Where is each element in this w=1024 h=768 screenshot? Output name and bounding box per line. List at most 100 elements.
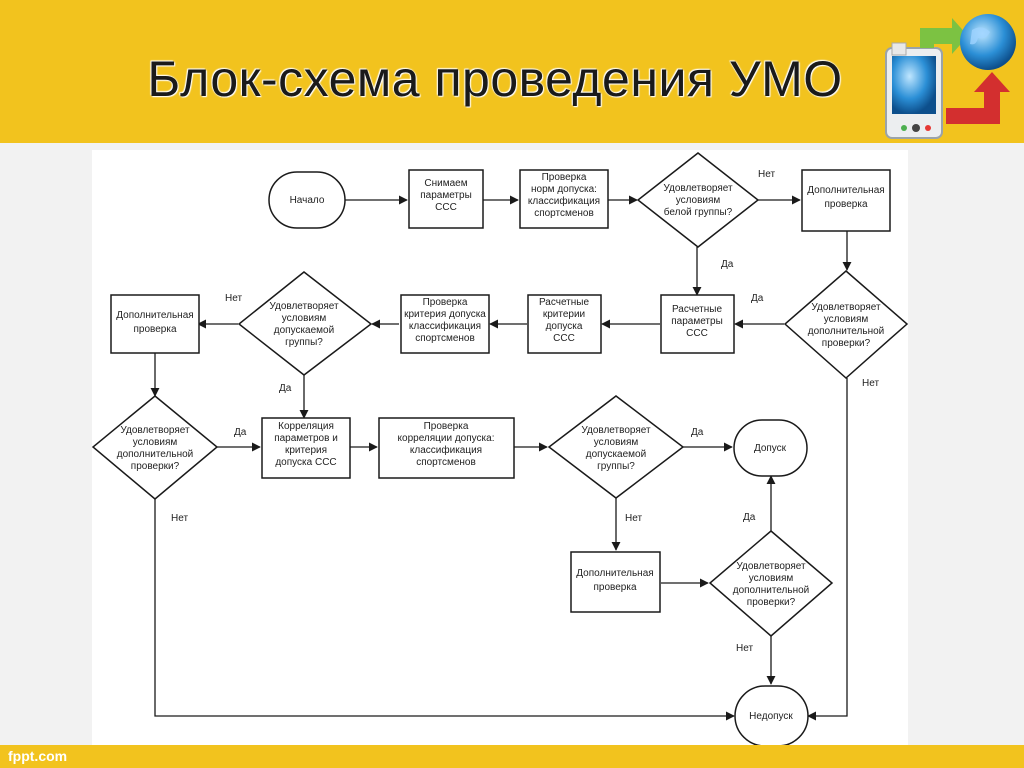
- edge-label-yes-white: Да: [721, 259, 734, 270]
- correlation-line-1: Корреляция: [278, 421, 334, 432]
- check-norm-line-2: норм допуска:: [531, 184, 597, 195]
- extra1-line-2: проверка: [824, 199, 867, 210]
- start-node: [268, 171, 346, 229]
- edge-label-no-extra2: Нет: [171, 513, 188, 524]
- white-group-decision: [636, 152, 760, 248]
- correlation-line-4: допуска ССС: [275, 457, 336, 468]
- extra-check-box-1: [801, 169, 891, 232]
- extra-check-decision-3: [708, 530, 834, 637]
- check-criteria-line-3: классификация: [409, 320, 481, 332]
- edge-label-yes-allowed2: Да: [691, 427, 704, 438]
- extra-check-box-2: [110, 294, 200, 354]
- connectors: [150, 195, 852, 721]
- calc-criteria-line-3: допуска: [546, 321, 583, 332]
- calc-params-box: [660, 294, 735, 354]
- edge-label-yes-extra3: Да: [743, 512, 756, 523]
- q-white-line-1: Удовлетворяет: [663, 183, 733, 194]
- q-extra2-line-4: проверки?: [131, 461, 180, 472]
- extra3-line-1: Дополнительная: [576, 568, 653, 579]
- extra2-line-2: проверка: [133, 324, 176, 335]
- extra1-line-1: Дополнительная: [807, 185, 884, 196]
- measure-line-3: ССС: [435, 202, 457, 213]
- edge-label-no-extra1: Нет: [862, 378, 879, 389]
- calc-criteria-line-1: Расчетные: [539, 297, 590, 308]
- extra2-line-1: Дополнительная: [116, 310, 193, 321]
- q-allowed1-line-4: группы?: [285, 337, 323, 348]
- check-corr-line-2: корреляции допуска:: [398, 433, 495, 444]
- admit-node: [733, 419, 808, 477]
- correlation-box: [261, 417, 351, 479]
- edge-label-yes-extra1: Да: [751, 293, 764, 304]
- q-allowed2-line-2: условиям: [594, 437, 639, 448]
- measure-box: [408, 169, 484, 229]
- q-allowed2-line-1: Удовлетворяет: [581, 425, 651, 436]
- check-criteria-line-2: критерия допуска: [404, 309, 486, 320]
- q-extra3-line-4: проверки?: [747, 597, 796, 608]
- q-white-line-2: условиям: [676, 195, 721, 206]
- q-extra2-line-3: дополнительной: [117, 449, 194, 460]
- q-extra3-line-2: условиям: [749, 573, 794, 584]
- q-extra1-line-4: проверки?: [822, 338, 871, 349]
- footer-band: [0, 745, 1024, 768]
- check-norm-box: [519, 169, 609, 229]
- calc-criteria-line-2: критерии: [543, 309, 585, 320]
- check-norm-line-4: спортсменов: [534, 208, 594, 219]
- edge-label-no-allowed1: Нет: [225, 293, 242, 304]
- check-criteria-box: [400, 294, 490, 354]
- q-extra3-line-1: Удовлетворяет: [736, 561, 806, 572]
- q-extra1-line-2: условиям: [824, 314, 869, 325]
- measure-line-1: Снимаем: [424, 178, 467, 189]
- q-allowed2-line-3: допускаемой: [586, 449, 646, 460]
- correlation-line-2: параметров и: [274, 433, 338, 444]
- q-extra2-line-2: условиям: [133, 437, 178, 448]
- edge-label-yes-allowed1: Да: [279, 383, 292, 394]
- q-extra1-line-1: Удовлетворяет: [811, 302, 881, 313]
- start-label: Начало: [290, 195, 325, 206]
- q-allowed1-line-2: условиям: [282, 313, 327, 324]
- allowed-group-decision-1: [237, 271, 373, 376]
- q-extra2-line-1: Удовлетворяет: [120, 425, 190, 436]
- q-extra1-line-3: дополнительной: [808, 326, 885, 337]
- edge-label-no-allowed2: Нет: [625, 513, 642, 524]
- globe-transfer-icon: [885, 14, 1016, 139]
- check-criteria-line-1: Проверка: [423, 297, 468, 308]
- check-corr-line-4: спортсменов: [416, 457, 476, 468]
- correlation-line-3: критерия: [285, 445, 327, 456]
- q-allowed1-line-1: Удовлетворяет: [269, 301, 339, 312]
- calc-params-line-2: параметры: [671, 316, 723, 327]
- slide-title: Блок-схема проведения УМО: [147, 51, 843, 107]
- allowed-group-decision-2: [547, 395, 685, 499]
- edge-label-no-white: Нет: [758, 169, 775, 180]
- measure-line-2: параметры: [420, 190, 472, 201]
- q-extra3-line-3: дополнительной: [733, 585, 810, 596]
- extra3-line-2: проверка: [593, 582, 636, 593]
- footer-brand: fppt.com: [8, 748, 68, 764]
- admit-label: Допуск: [754, 443, 787, 454]
- edge-label-no-extra3: Нет: [736, 643, 753, 654]
- q-allowed1-line-3: допускаемой: [274, 325, 334, 336]
- calc-criteria-line-4: ССС: [553, 333, 575, 344]
- q-allowed2-line-4: группы?: [597, 461, 635, 472]
- reject-label: Недопуск: [749, 711, 793, 722]
- q-white-line-3: белой группы?: [664, 206, 733, 218]
- calc-params-line-1: Расчетные: [672, 304, 723, 315]
- check-norm-line-3: классификация: [528, 195, 600, 207]
